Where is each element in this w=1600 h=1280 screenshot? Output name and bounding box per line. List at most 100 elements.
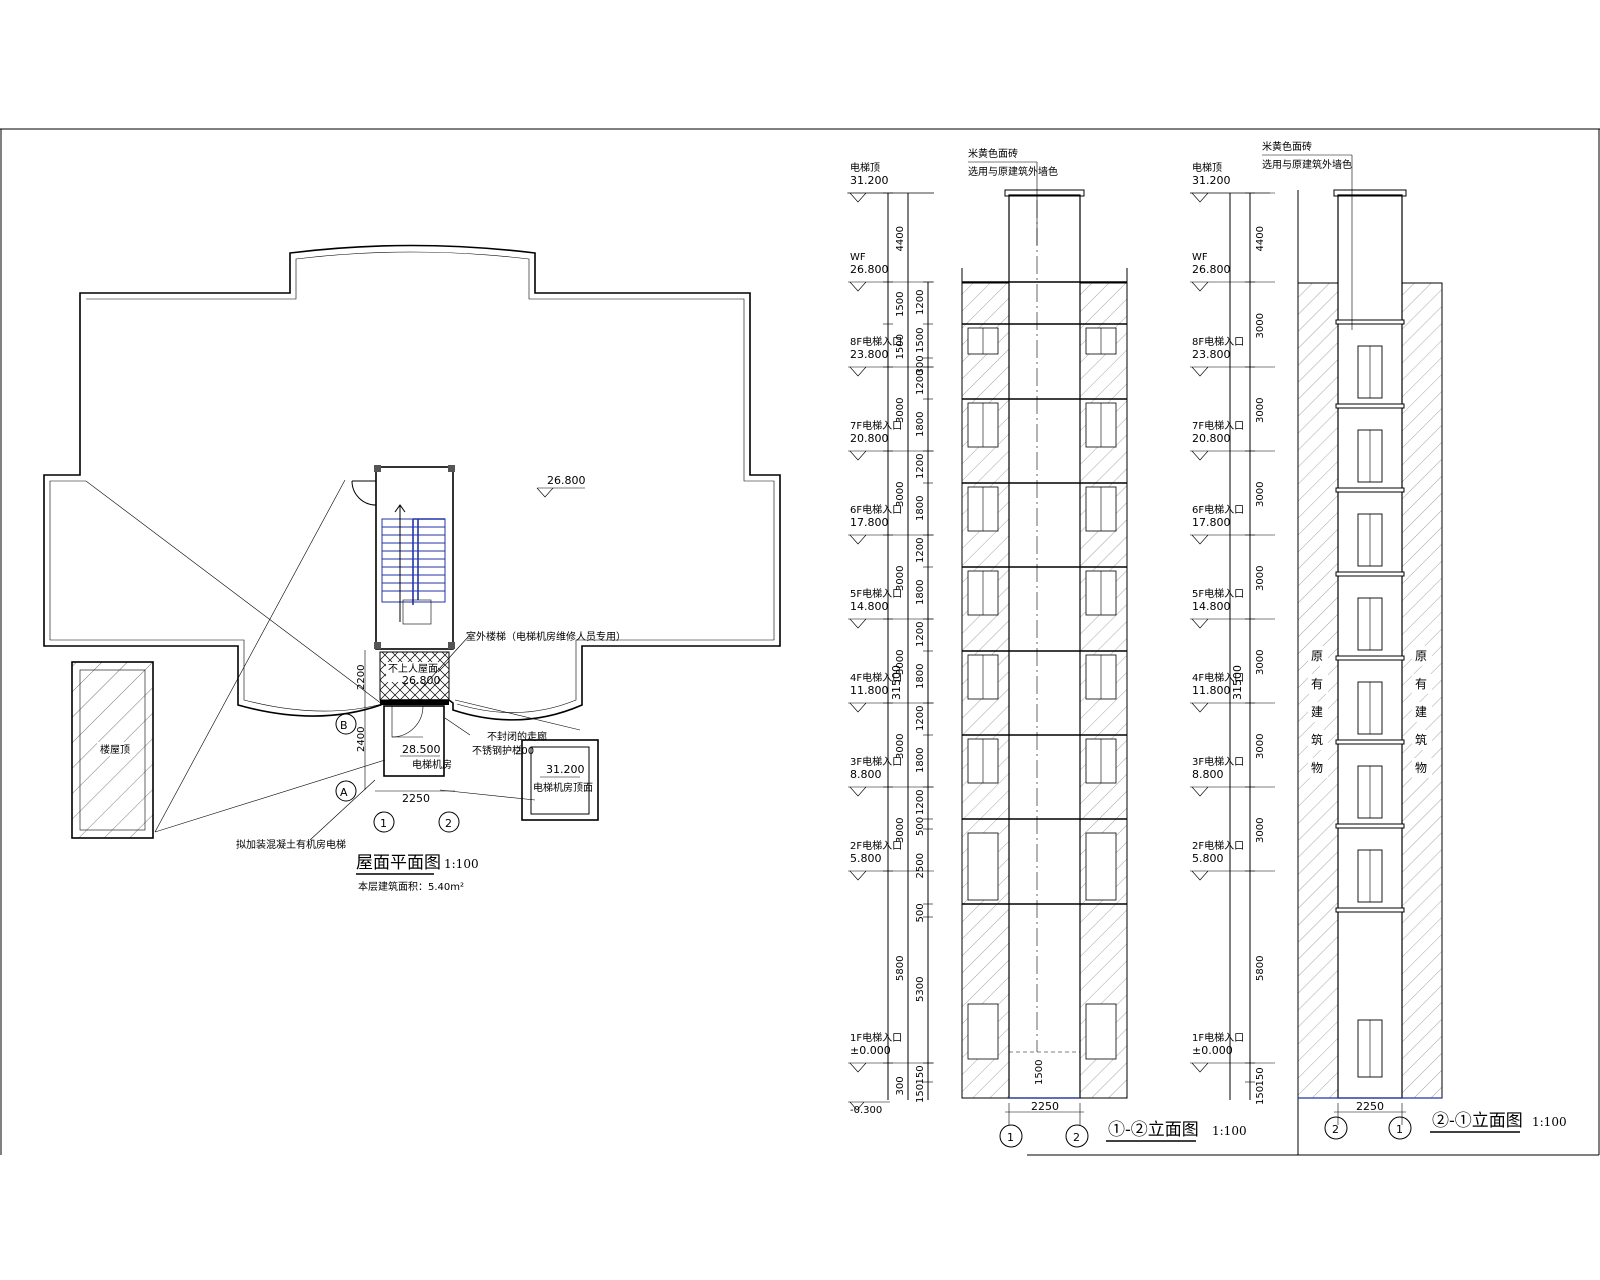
existing-char: 建 (1415, 705, 1427, 719)
dim-inner: 1800 (915, 748, 926, 773)
level-value: 23.800 (1192, 348, 1231, 361)
level-name: 3F电梯入口 (1192, 755, 1244, 768)
elev2-total: 31500 (1231, 665, 1244, 700)
level-name: 电梯顶 (1192, 161, 1222, 174)
dim-2: 3000 (1255, 566, 1266, 591)
level-mark (1190, 1062, 1275, 1073)
dim-inner: 500 (915, 817, 926, 836)
dim-inner: 1200 (915, 790, 926, 815)
dim-inner: 1800 (915, 664, 926, 689)
level-name: 6F电梯入口 (1192, 503, 1244, 516)
elev1-scale: 1:100 (1212, 1124, 1247, 1138)
level-name: 8F电梯入口 (850, 335, 902, 348)
elev2-axis-left: 2 (1332, 1123, 1339, 1136)
level-mark (1190, 534, 1275, 545)
dim-2: 3000 (1255, 650, 1266, 675)
dim-outer: 3000 (895, 482, 906, 507)
level-name: 2F电梯入口 (850, 839, 902, 852)
level-value: 26.800 (1192, 263, 1231, 276)
floor-slabs-2 (1335, 319, 1405, 913)
existing-char: 物 (1311, 761, 1323, 775)
platform-elevation: 26.800 (402, 674, 441, 687)
dim-outer: 3000 (895, 734, 906, 759)
level-value: 5.800 (1192, 852, 1224, 865)
level-name: 4F电梯入口 (1192, 671, 1244, 684)
stair-treads (381, 518, 446, 605)
dim-inner: 1500 (915, 328, 926, 353)
plan-width: 2250 (402, 792, 430, 805)
dim-outer: 4400 (895, 226, 906, 251)
dim-inner: 150 (915, 1065, 926, 1084)
level-value: 14.800 (1192, 600, 1231, 613)
dim-2200: 2200 (356, 665, 367, 690)
level-mark (1190, 450, 1275, 461)
level-value: 23.800 (850, 348, 889, 361)
level-value: 31.200 (850, 174, 889, 187)
elev1-axis-right: 2 (1073, 1131, 1080, 1144)
level-name: 5F电梯入口 (1192, 587, 1244, 600)
level-name: 1F电梯入口 (850, 1031, 902, 1044)
dim-outer: 1500 (895, 334, 906, 359)
rail-note: 不锈钢护栏 (472, 744, 522, 757)
existing-char: 建 (1311, 705, 1323, 719)
elevation-2: 电梯顶31.200WF26.8008F电梯入口23.8007F电梯入口20.80… (1190, 140, 1567, 1155)
existing-char: 筑 (1415, 732, 1427, 747)
dim-outer: 3000 (895, 398, 906, 423)
label-bg (1412, 674, 1432, 694)
dim-inner: 1200 (915, 290, 926, 315)
axis-2: 2 (445, 817, 452, 830)
level-value: 14.800 (850, 600, 889, 613)
label-bg (1308, 758, 1328, 778)
machine-elevation: 28.500 (402, 743, 441, 756)
facade-note-2-1: 米黄色面砖 (1262, 140, 1312, 153)
axis-b: B (340, 719, 348, 732)
dim-inner: 1800 (915, 496, 926, 521)
box-label: 电梯机房顶面 (533, 781, 593, 794)
facade-note-1: 米黄色面砖 (968, 147, 1018, 160)
label-bg (1412, 730, 1432, 750)
elevation-1: 电梯顶31.200WF26.8008F电梯入口23.8007F电梯入口20.80… (847, 147, 1247, 1148)
level-name: 2F电梯入口 (1192, 839, 1244, 852)
label-bg (1412, 646, 1432, 666)
window (967, 832, 999, 901)
platform-label: 不上人屋面 (388, 663, 438, 675)
level-name: WF (1192, 252, 1208, 263)
level-name: 电梯顶 (850, 161, 880, 174)
dim-2: 150 (1255, 1067, 1266, 1086)
level-value: 26.800 (850, 263, 889, 276)
dim-outer: 3000 (895, 566, 906, 591)
roof-outline (43, 244, 781, 721)
level-mark (1190, 192, 1275, 203)
existing-windows (967, 327, 1117, 1060)
side-roof-label: 楼屋顶 (100, 743, 130, 756)
dim-2: 3000 (1255, 734, 1266, 759)
elev1-title: ①-②立面图 (1108, 1120, 1199, 1140)
plan-area: 本层建筑面积：5.40m² (358, 880, 464, 893)
level-value: 8.800 (850, 768, 882, 781)
machine-label: 电梯机房 (412, 758, 452, 771)
dim-inner: 1200 (915, 454, 926, 479)
slab (1335, 403, 1405, 409)
dim-inner: 500 (915, 903, 926, 922)
slab (1335, 487, 1405, 493)
elev2-axis-right: 1 (1396, 1123, 1403, 1136)
level-value: 31.200 (1192, 174, 1231, 187)
lift-note: 拟加装混凝土有机房电梯 (236, 838, 346, 851)
lift-shaft-1 (1008, 194, 1081, 1099)
dim-2400: 2400 (356, 727, 367, 752)
level-name: 4F电梯入口 (850, 671, 902, 684)
label-bg (1308, 674, 1328, 694)
existing-char: 有 (1415, 677, 1427, 691)
existing-char: 有 (1311, 677, 1323, 691)
level-name: WF (850, 252, 866, 263)
level-mark (1190, 281, 1275, 292)
axis-1: 1 (380, 817, 387, 830)
dim-inner: 150 (915, 1084, 926, 1103)
box-elevation: 31.200 (546, 763, 585, 776)
axis-a: A (340, 786, 348, 799)
dim-outer: 3000 (895, 650, 906, 675)
level-mark (1190, 366, 1275, 377)
elev1-axis-left: 1 (1007, 1131, 1014, 1144)
